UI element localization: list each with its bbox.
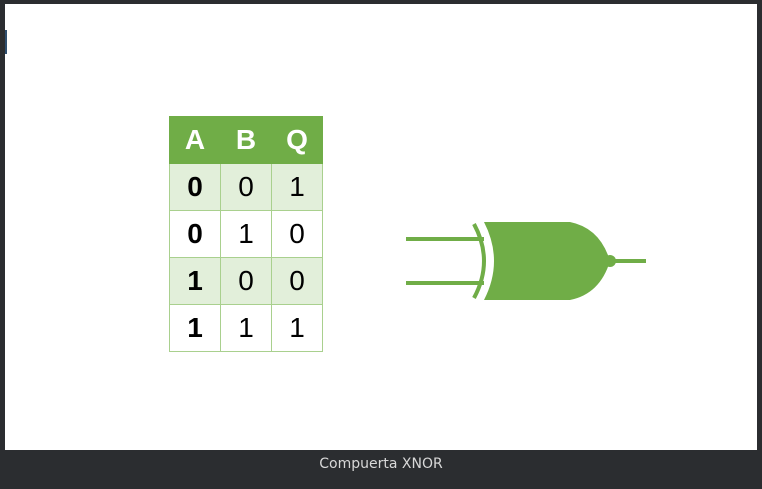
cell-a: 1: [169, 304, 221, 352]
cell-a: 0: [169, 210, 221, 258]
header-b: B: [220, 116, 272, 164]
cell-b: 0: [220, 163, 272, 211]
edge-marker: [5, 30, 7, 54]
header-a: A: [169, 116, 221, 164]
inversion-bubble: [604, 255, 616, 267]
gate-body: [484, 222, 610, 300]
truth-table-header-row: A B Q: [169, 116, 323, 164]
image-canvas: [5, 4, 757, 450]
table-row: 1 0 0: [169, 257, 323, 305]
image-caption: Compuerta XNOR: [319, 456, 443, 472]
cell-b: 0: [220, 257, 272, 305]
cell-b: 1: [220, 304, 272, 352]
table-row: 0 0 1: [169, 163, 323, 211]
table-row: 0 1 0: [169, 210, 323, 258]
cell-a: 1: [169, 257, 221, 305]
xnor-gate-icon: [400, 218, 652, 309]
cell-a: 0: [169, 163, 221, 211]
cell-q: 0: [271, 210, 323, 258]
xor-input-curve: [472, 223, 486, 299]
cell-b: 1: [220, 210, 272, 258]
truth-table: A B Q 0 0 1 0 1 0 1 0 0 1 1: [169, 116, 323, 352]
header-q: Q: [271, 116, 323, 164]
cell-q: 1: [271, 163, 323, 211]
table-row: 1 1 1: [169, 304, 323, 352]
cell-q: 1: [271, 304, 323, 352]
cell-q: 0: [271, 257, 323, 305]
